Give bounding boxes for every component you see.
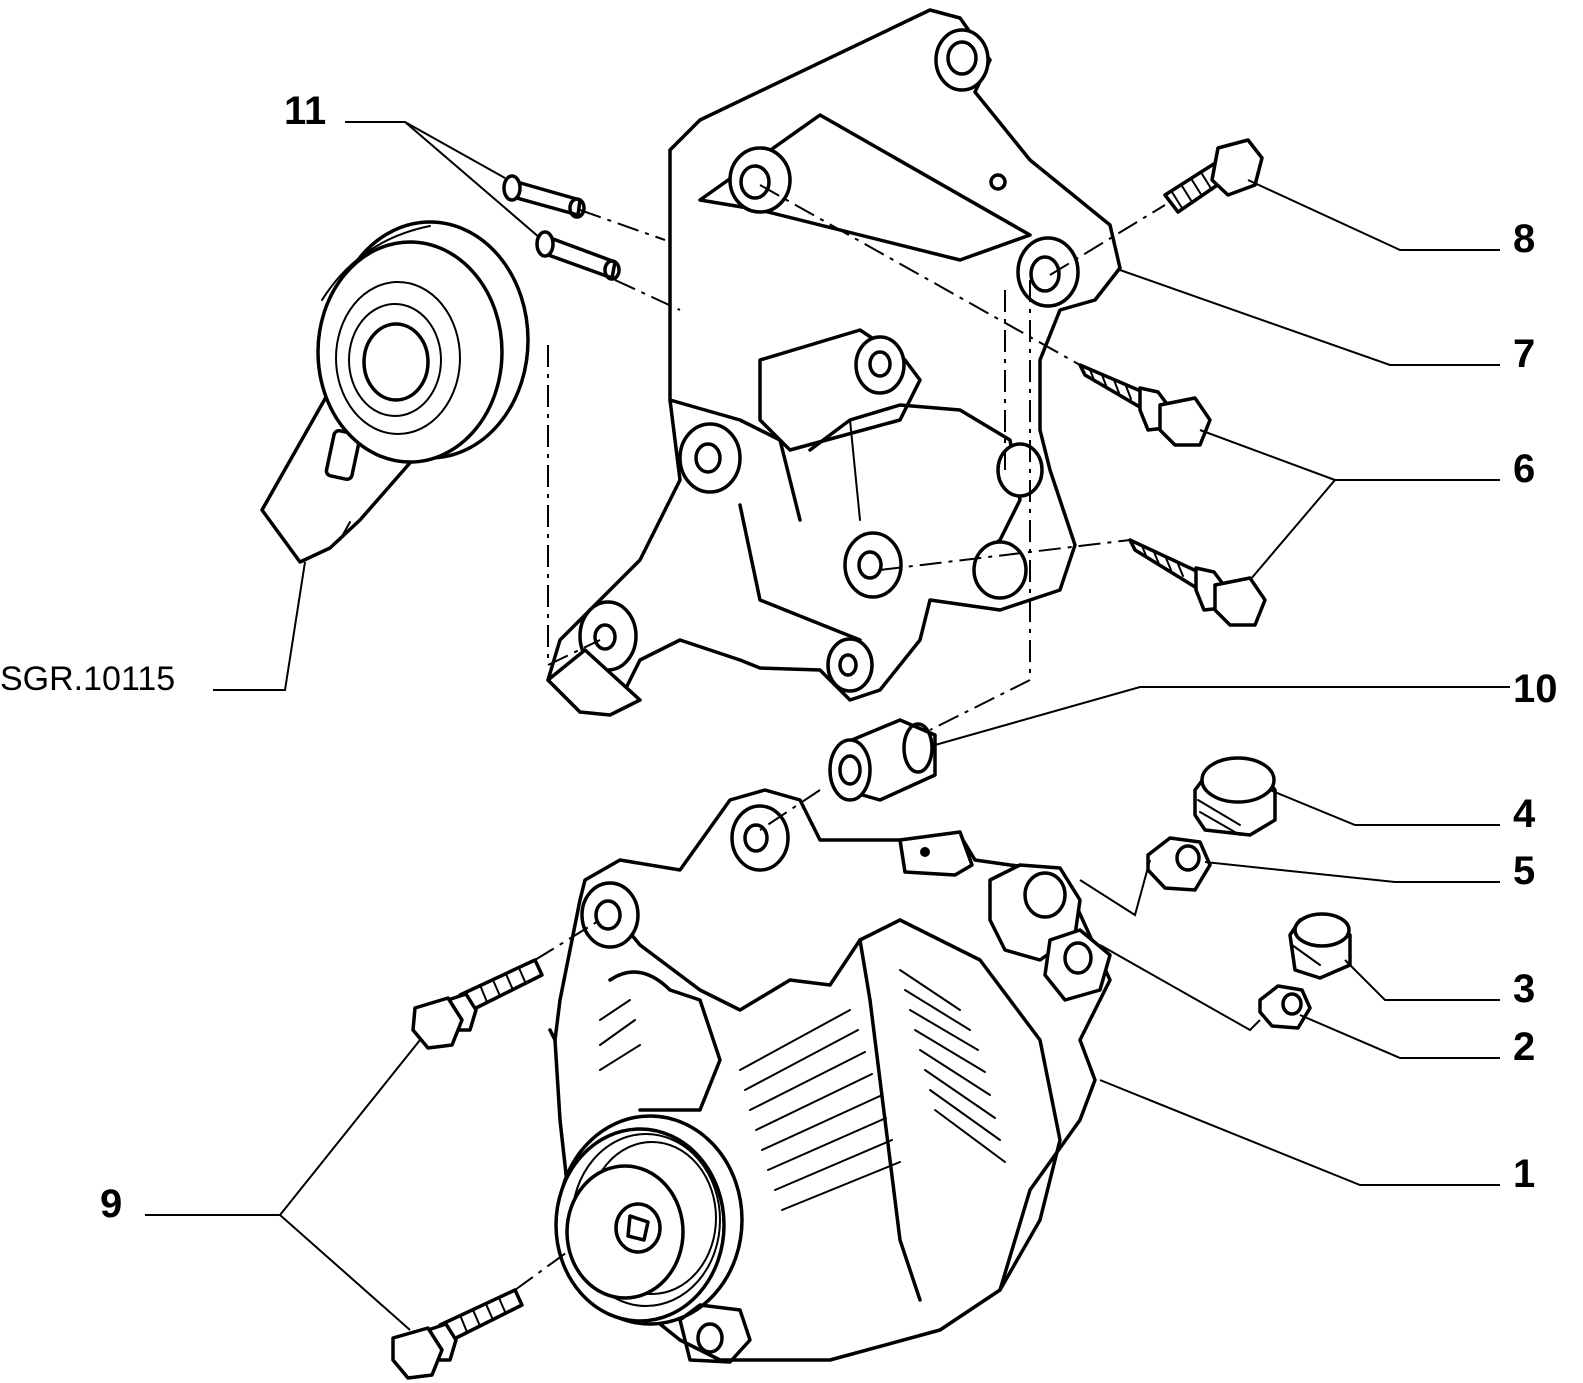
callout-4: 4 xyxy=(1513,792,1536,836)
bolt-part-9-upper xyxy=(411,958,544,1050)
callout-10: 10 xyxy=(1513,667,1558,711)
alternator-body xyxy=(548,788,1112,1364)
nut-part-2 xyxy=(1258,984,1312,1030)
callout-11: 11 xyxy=(284,89,326,133)
callout-9: 9 xyxy=(100,1182,122,1226)
callout-5: 5 xyxy=(1513,849,1535,893)
callout-2: 2 xyxy=(1513,1025,1535,1069)
callout-8: 8 xyxy=(1513,217,1535,261)
pin-parts-11 xyxy=(502,174,621,281)
assembly-lines xyxy=(514,184,1166,1291)
callout-1: 1 xyxy=(1513,1152,1535,1196)
leader-lines xyxy=(145,121,1510,1331)
callout-7: 7 xyxy=(1513,332,1535,376)
alternator-bracket xyxy=(546,8,1122,717)
bolt-part-8 xyxy=(1163,138,1264,214)
reference-label: SGR.10115 xyxy=(0,660,175,698)
bolt-part-6-upper xyxy=(1078,363,1212,447)
bolt-part-6-lower xyxy=(1128,538,1267,627)
callout-3: 3 xyxy=(1513,967,1535,1011)
nut-part-5 xyxy=(1146,836,1212,892)
callout-6: 6 xyxy=(1513,447,1535,491)
bolt-part-9-lower xyxy=(391,1288,524,1380)
cap-part-3 xyxy=(1288,912,1352,980)
tensioner-pulley xyxy=(260,220,530,564)
cap-part-4 xyxy=(1193,756,1277,837)
bush-part-10 xyxy=(828,718,937,802)
